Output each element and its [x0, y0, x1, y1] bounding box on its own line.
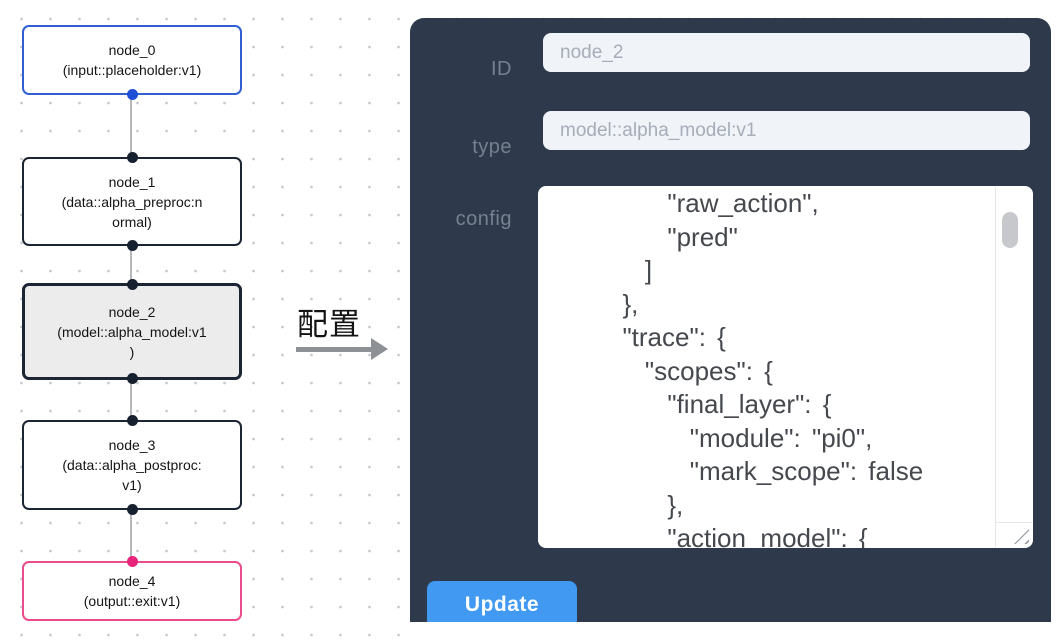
node-title: node_0 [108, 42, 156, 58]
node-subtitle: v1) [122, 477, 142, 493]
node-title: node_3 [108, 437, 156, 453]
node-subtitle: (data::alpha_postproc: [62, 457, 202, 473]
node-subtitle: (model::alpha_model:v1 [57, 323, 207, 340]
target-handle[interactable] [126, 415, 138, 426]
config-field-label: config [455, 208, 512, 230]
source-handle[interactable] [126, 240, 138, 251]
flow-node-node_0[interactable]: node_0 (input::placeholder:v1) [22, 25, 242, 100]
id-field-label: ID [491, 58, 512, 80]
source-handle[interactable] [126, 373, 138, 384]
config-json-text[interactable]: "raw_action", "pred" ] }, "trace": { "sc… [622, 188, 924, 548]
flow-node-node_2[interactable]: node_2 (model::alpha_model:v1 ) [22, 279, 242, 384]
update-button[interactable]: Update [427, 581, 577, 622]
config-textarea[interactable]: "raw_action", "pred" ] }, "trace": { "sc… [538, 186, 1033, 548]
config-arrow-icon [296, 338, 388, 360]
bottom-cover [410, 622, 1062, 643]
scrollbar-thumb[interactable] [1002, 212, 1018, 248]
flow-node-node_3[interactable]: node_3 (data::alpha_postproc: v1) [22, 415, 242, 515]
node-subtitle: (output::exit:v1) [83, 593, 181, 609]
scrollbar-track [995, 187, 996, 547]
node-title: node_2 [108, 303, 156, 320]
node-subtitle: ormal) [112, 213, 152, 230]
type-input[interactable] [543, 111, 1030, 150]
id-input[interactable] [543, 33, 1030, 72]
flow-node-node_1[interactable]: node_1 (data::alpha_preproc:n ormal) [22, 152, 242, 251]
target-handle[interactable] [126, 152, 138, 163]
target-handle[interactable] [126, 556, 138, 567]
node-config-panel: ID type config "raw_action", "pred" ] },… [410, 18, 1051, 622]
type-field-label: type [472, 136, 512, 158]
node-subtitle: ) [129, 343, 135, 360]
node-subtitle: (data::alpha_preproc:n [61, 193, 203, 210]
node-subtitle: (input::placeholder:v1) [62, 62, 202, 78]
scrollbar-corner [996, 522, 1032, 523]
node-title: node_1 [108, 173, 156, 190]
flow-canvas[interactable]: node_0 (input::placeholder:v1) node_1 (d… [0, 0, 412, 643]
node-title: node_4 [108, 573, 156, 589]
flow-node-node_4[interactable]: node_4 (output::exit:v1) [22, 556, 242, 621]
source-handle[interactable] [126, 89, 138, 100]
source-handle[interactable] [126, 504, 138, 515]
resize-handle-icon[interactable] [1014, 529, 1029, 544]
target-handle[interactable] [126, 279, 138, 290]
config-arrow-label: 配置 [297, 307, 361, 342]
